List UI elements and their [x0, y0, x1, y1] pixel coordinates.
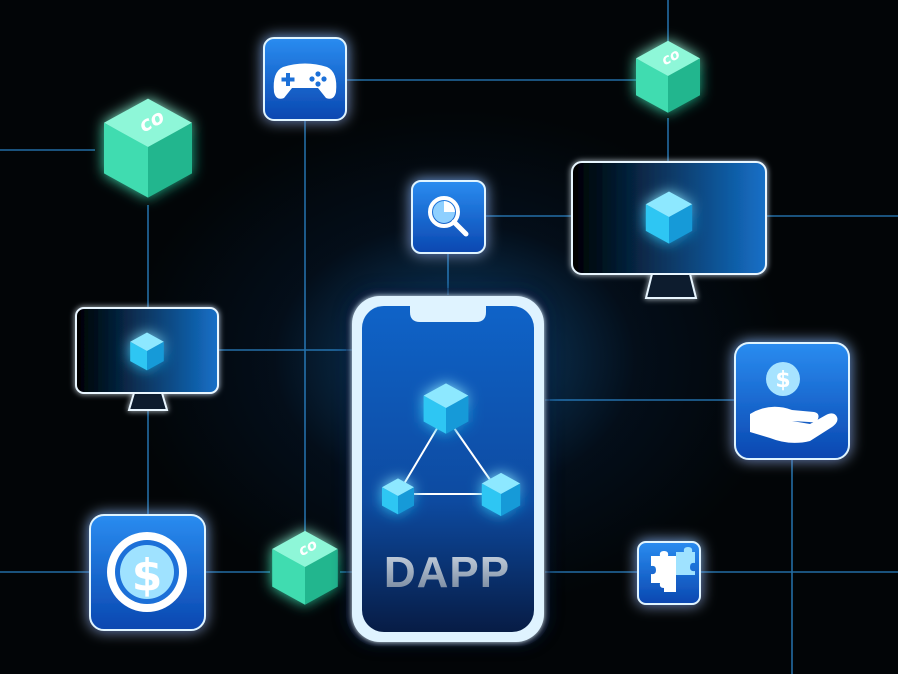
gamepad-tile [263, 37, 347, 121]
analytics-tile [411, 180, 486, 254]
payment-tile: $ [734, 342, 850, 460]
crypto-cube-large [104, 98, 192, 198]
magnifier-chart-icon [428, 196, 469, 237]
network-cube-icon [382, 383, 521, 517]
crypto-cube-bottom [272, 530, 338, 605]
svg-text:$: $ [132, 550, 163, 601]
gamepad-icon [273, 63, 337, 99]
svg-text:$: $ [775, 368, 790, 393]
puzzle-tile [637, 541, 701, 605]
puzzle-icon [651, 547, 695, 592]
dollar-coin-icon: $ [107, 532, 187, 612]
dollar-coin-tile: $ [89, 514, 206, 631]
crypto-cube-top-right [636, 40, 700, 113]
smartphone [346, 288, 550, 646]
hand-dollar-icon: $ [750, 362, 838, 443]
dapp-label: DAPP [384, 548, 510, 597]
